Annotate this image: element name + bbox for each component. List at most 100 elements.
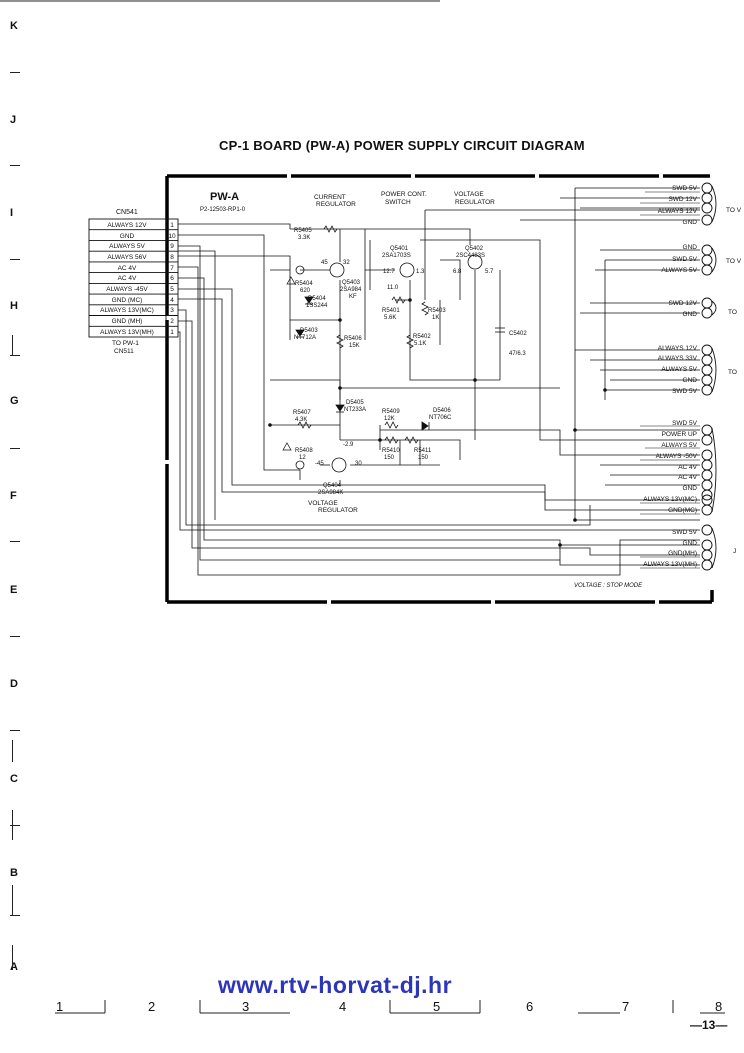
pin-number: 1: [170, 222, 174, 229]
voltage-regulator-label: REGULATOR: [455, 199, 495, 206]
output-label: GND: [683, 540, 698, 547]
output-label: SWD 12V: [668, 196, 697, 203]
output-label: GND: [683, 377, 698, 384]
output-label: GND(MH): [668, 550, 697, 557]
current-regulator-label: REGULATOR: [316, 201, 356, 208]
voltage-readings: 45 32 12.7 1.3 6.8 5.7 11.0 -2.9 -45 30: [315, 260, 494, 467]
column-label-8: 8: [715, 999, 723, 1014]
capacitor: [495, 327, 505, 333]
pin-number: 4: [170, 297, 174, 304]
component-ref: D5405: [346, 400, 364, 406]
group-label: TO V: [726, 258, 742, 265]
output-label: GND(MC): [668, 507, 697, 514]
component-ref: D5403: [300, 328, 318, 334]
output-label: SWD 5V: [672, 185, 698, 192]
column-label-5: 5: [433, 999, 441, 1014]
component-value: 12K: [384, 416, 395, 422]
left-connector-box: [88, 218, 179, 338]
component-ref: Q5403: [342, 280, 361, 286]
component-ref: Q5401: [390, 246, 409, 252]
group-label: J: [733, 548, 736, 555]
row-divider: [12, 885, 13, 915]
component-value: NT706C: [429, 415, 452, 421]
voltage-regulator-label: REGULATOR: [318, 507, 358, 514]
output-label: ALWAYS 5V: [661, 366, 697, 373]
row-label-g: G: [10, 395, 19, 407]
warning-icon: [282, 276, 296, 451]
voltage-reading: 5.7: [485, 269, 494, 275]
voltage-regulator-label: VOLTAGE: [308, 500, 338, 507]
output-label: SWD 5V: [672, 256, 698, 263]
row-divider: [10, 915, 20, 916]
row-divider: [10, 730, 20, 731]
pin-label: AC 4V: [118, 275, 137, 282]
output-label: ALWAYS 13V(MH): [643, 561, 697, 568]
pin-number: 9: [170, 243, 174, 250]
component-value: 620: [300, 288, 311, 294]
voltage-reading: 32: [343, 260, 350, 266]
output-label: GND: [683, 244, 698, 251]
voltage-reading: 11.0: [387, 285, 399, 291]
row-divider: [10, 825, 20, 826]
component-ref: R5404: [295, 281, 313, 287]
output-label: ALWAYS 12V: [658, 208, 698, 215]
board-part-number: P2-12503-RP1-0: [200, 207, 246, 213]
voltage-reading: -45: [315, 461, 324, 467]
row-label-k: K: [10, 20, 18, 32]
row-divider: [10, 355, 20, 356]
group-label: TO: [728, 309, 737, 316]
row-label-f: F: [10, 490, 17, 502]
component-ref: R5405: [294, 228, 312, 234]
diodes: [295, 296, 430, 431]
component-ref: R5401: [382, 308, 400, 314]
row-divider: [10, 448, 20, 449]
voltage-reading: 30: [355, 461, 362, 467]
pin-number: 2: [170, 318, 174, 325]
pin-label: ALWAYS -45V: [106, 286, 148, 293]
component-value: 15K: [349, 343, 360, 349]
pin-label: GND: [120, 233, 135, 240]
pin-number: 7: [170, 265, 174, 272]
component-value: 2SA1703S: [382, 253, 411, 259]
pin-label: ALWAYS 13V(MC): [100, 307, 154, 314]
page-number: —13—: [690, 1018, 728, 1032]
output-label: ALWAYS 5V: [661, 442, 697, 449]
row-label-j: J: [10, 114, 17, 126]
resistors: [297, 225, 429, 444]
row-divider: [10, 72, 20, 73]
group-label: TO V: [726, 207, 742, 214]
pin-number: 10: [168, 233, 176, 240]
row-label-c: C: [10, 773, 18, 785]
component-ref: R5408: [295, 448, 313, 454]
output-label: SWD 5V: [672, 388, 698, 395]
pin-number: 8: [170, 254, 174, 261]
left-connector-pins: ALWAYS 12V 1 GND 10 ALWAYS 5V 9 ALWAYS 5…: [100, 222, 176, 336]
column-label-6: 6: [526, 999, 534, 1014]
pin-label: AC 4V: [118, 265, 137, 272]
component-labels: R5405 3.3K Q5401 2SA1703S Q5402 2SC4483S…: [293, 228, 527, 496]
row-label-b: B: [10, 867, 18, 879]
output-label: ALWAYS -50V: [656, 453, 698, 460]
output-label: GND: [683, 219, 698, 226]
pin-number: 1: [170, 329, 174, 336]
component-ref: R5411: [414, 448, 432, 454]
row-divider: [10, 165, 20, 166]
component-ref: R5402: [413, 334, 431, 340]
current-regulator-label: CURRENT: [314, 194, 346, 201]
pin-label: GND (MH): [112, 318, 143, 325]
pin-number: 5: [170, 286, 174, 293]
board-name: PW-A: [210, 191, 239, 203]
column-label-4: 4: [339, 999, 347, 1014]
output-label: ALWAYS 5V: [661, 267, 697, 274]
component-ref: D5406: [433, 408, 451, 414]
component-value: 2SA984: [340, 287, 362, 293]
row-divider: [12, 335, 13, 355]
component-ref: R5403: [428, 308, 446, 314]
row-label-i: I: [10, 207, 14, 219]
voltage-note: VOLTAGE : STOP MODE: [574, 583, 643, 589]
board-outline: [165, 174, 714, 604]
left-connector-dest-ref: CN511: [114, 348, 134, 355]
component-value: 5.1K: [414, 341, 426, 347]
output-label: AC 4V: [678, 474, 697, 481]
